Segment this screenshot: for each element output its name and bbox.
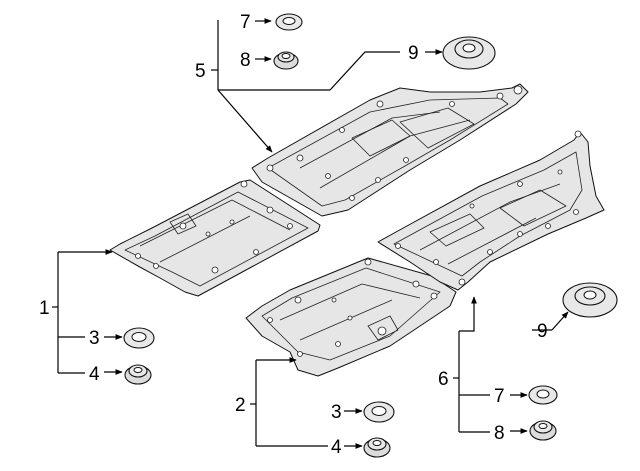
leader-group-6 [453,296,569,434]
callout-7-right: 7 [494,386,505,407]
nut-8-right [529,420,557,441]
front-right-shield [245,257,457,377]
callout-2: 2 [235,395,246,416]
callout-5: 5 [195,61,206,82]
rear-left-shield [251,83,529,217]
nut-8-top [273,51,299,70]
grommet-9-top [442,36,496,70]
callout-3-bottom: 3 [331,402,342,423]
rear-right-shield [377,130,605,291]
callout-7-top: 7 [240,12,251,33]
leader-group-2 [250,357,363,449]
callout-1: 1 [39,298,50,319]
nut-4-left [124,364,152,385]
grommet-7-right [528,385,558,405]
grommet-7-top [275,13,303,31]
callout-9-right: 9 [537,321,548,342]
leader-group-1 [52,249,123,375]
leader-group-5 [211,18,443,153]
callout-3-left: 3 [89,328,100,349]
callout-4-left: 4 [89,364,100,385]
grommet-9-right [562,282,618,318]
callout-8-top: 8 [240,50,251,71]
callout-9-top: 9 [408,43,419,64]
callout-4-bottom: 4 [331,437,342,458]
grommet-3-left [123,327,155,349]
callout-6: 6 [438,369,449,390]
grommet-3-bottom [363,401,395,423]
nut-4-bottom [363,437,391,458]
front-left-shield [109,179,321,297]
callout-8-right: 8 [494,423,505,444]
